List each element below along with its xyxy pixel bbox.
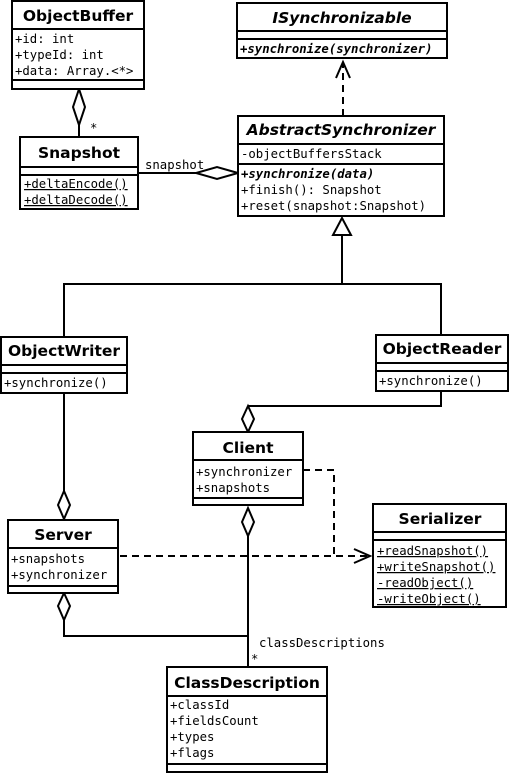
class-title: ISynchronizable: [272, 9, 411, 27]
operation: +synchronize(synchronizer): [240, 42, 433, 56]
interface-isynchronizable[interactable]: ISynchronizable +synchronize(synchronize…: [236, 2, 448, 59]
attribute: +classId: [170, 698, 229, 712]
operation: +synchronize(): [379, 374, 483, 388]
operation: +deltaEncode(): [24, 177, 128, 191]
class-objectreader[interactable]: ObjectReader +synchronize(): [375, 334, 509, 392]
aggregation-diamond-server-top: [56, 488, 72, 522]
class-title: ObjectBuffer: [23, 7, 134, 25]
operation: +reset(snapshot:Snapshot): [241, 199, 426, 213]
operation: +finish(): Snapshot: [241, 183, 382, 197]
class-title: Snapshot: [38, 144, 121, 162]
class-classdescription[interactable]: ClassDescription +classId +fieldsCount +…: [166, 666, 328, 773]
class-server[interactable]: Server +snapshots +synchronizer: [7, 519, 119, 594]
class-title: ClassDescription: [174, 674, 320, 692]
attribute: +snapshots: [196, 481, 270, 495]
class-title: AbstractSynchronizer: [246, 121, 437, 139]
snapshot-role-label: snapshot: [145, 158, 204, 172]
operation: -writeObject(): [377, 592, 481, 606]
operation: +synchronize(data): [241, 167, 374, 181]
classdescriptions-multiplicity-label: *: [251, 652, 258, 666]
aggregation-diamond-synchronizer: [192, 165, 242, 181]
realization-arrowhead: [335, 59, 351, 79]
attribute: +typeId: int: [15, 48, 104, 62]
classdescriptions-role-label: classDescriptions: [259, 636, 385, 650]
class-title: Serializer: [399, 510, 482, 528]
attribute: +fieldsCount: [170, 714, 259, 728]
attribute: +data: Array.<*>: [15, 64, 133, 78]
generalization-triangle: [331, 215, 353, 236]
attribute: +synchronizer: [196, 465, 292, 479]
aggregation-diamond-client-top: [240, 403, 256, 435]
operation: +writeSnapshot(): [377, 560, 495, 574]
edge-dependency-client-serializer: [303, 469, 335, 556]
class-serializer[interactable]: Serializer +readSnapshot() +writeSnapsho…: [372, 503, 507, 608]
attribute: +types: [170, 730, 214, 744]
dependency-arrowhead: [353, 548, 373, 564]
attribute: -objectBuffersStack: [241, 147, 382, 161]
aggregation-diamond-objectbuffer: [71, 85, 87, 129]
edge-generalization-branches: [63, 283, 442, 337]
class-client[interactable]: Client +synchronizer +snapshots: [192, 431, 304, 506]
operation: +readSnapshot(): [377, 544, 488, 558]
class-snapshot[interactable]: Snapshot +deltaEncode() +deltaDecode(): [19, 136, 139, 210]
edge-client-objectreader: [248, 391, 442, 407]
edge-server-classdescription: [63, 620, 248, 637]
class-title: Server: [34, 526, 92, 544]
operation: +deltaDecode(): [24, 193, 128, 207]
class-objectbuffer[interactable]: ObjectBuffer +id: int +typeId: int +data…: [11, 0, 145, 90]
attribute: +flags: [170, 746, 214, 760]
operation: -readObject(): [377, 576, 473, 590]
operation: +synchronize(): [4, 376, 108, 390]
attribute: +id: int: [15, 32, 74, 46]
class-title: ObjectReader: [383, 340, 502, 358]
attribute: +synchronizer: [11, 568, 107, 582]
class-title: Client: [223, 439, 275, 457]
class-abstractsynchronizer[interactable]: AbstractSynchronizer -objectBuffersStack…: [237, 115, 445, 217]
objectbuffer-multiplicity-label: *: [90, 121, 97, 135]
aggregation-diamond-client-bottom: [240, 505, 256, 539]
class-title: ObjectWriter: [8, 342, 120, 360]
attribute: +snapshots: [11, 552, 85, 566]
aggregation-diamond-server-bottom: [56, 590, 72, 623]
class-objectwriter[interactable]: ObjectWriter +synchronize(): [0, 336, 128, 394]
